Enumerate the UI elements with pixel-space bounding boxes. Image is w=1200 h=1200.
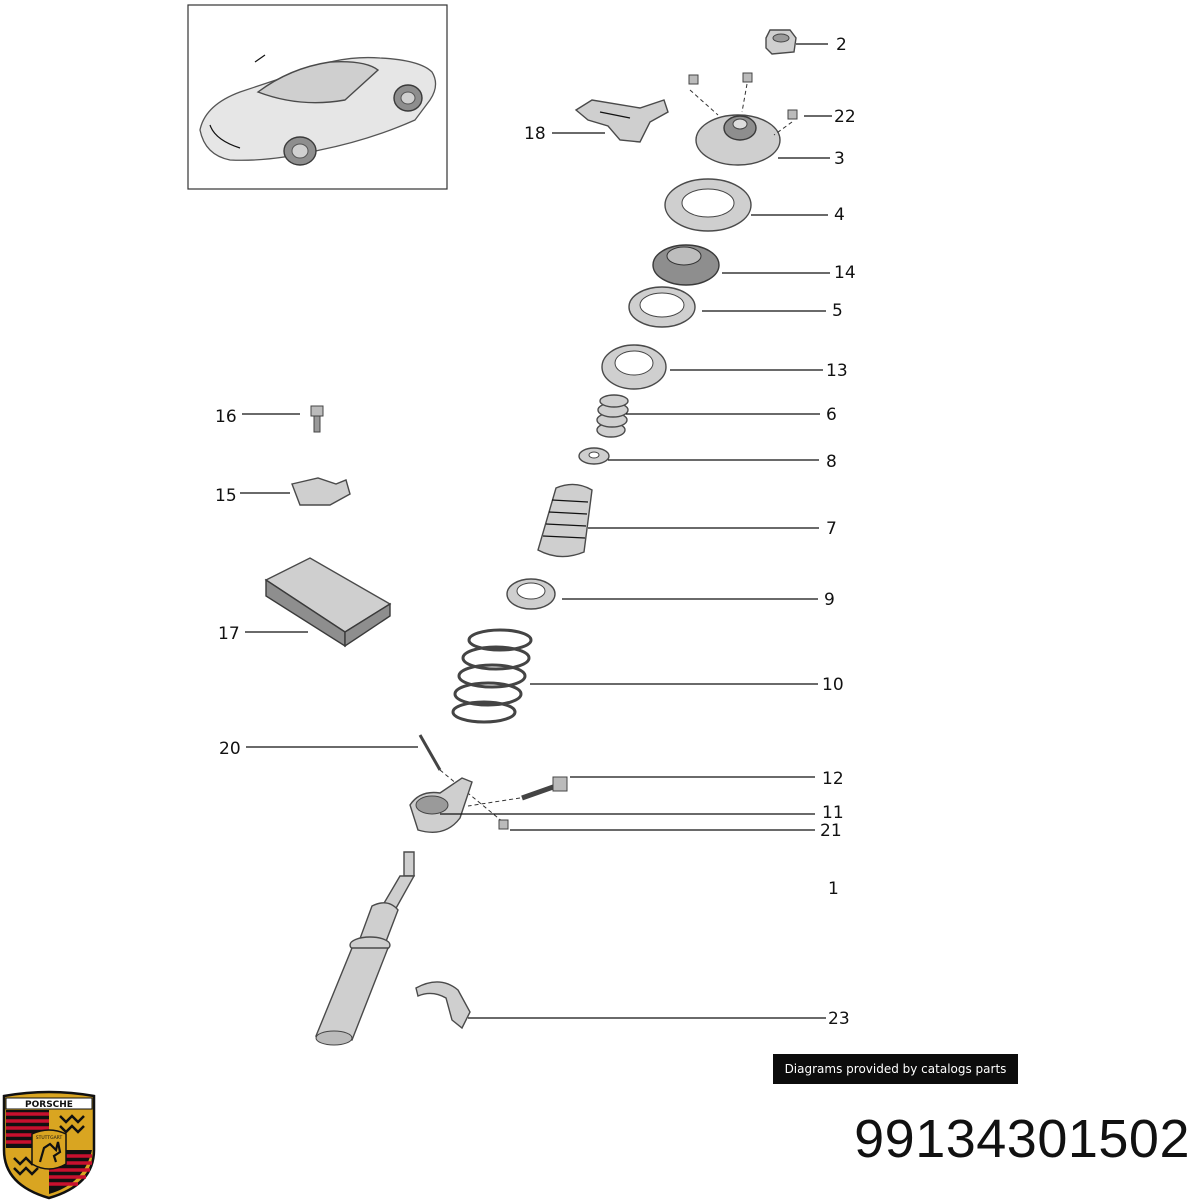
callout-13: 13 (826, 361, 848, 381)
callout-1: 1 (828, 879, 839, 899)
callout-6: 6 (826, 405, 837, 425)
part-number: 99134301502 (854, 1109, 1190, 1169)
callout-12: 12 (822, 769, 844, 789)
callout-21: 21 (820, 821, 842, 841)
part-11-clamp (409, 777, 473, 833)
part-8-washer (578, 447, 610, 465)
part-23-bracket (415, 981, 471, 1030)
callout-18: 18 (524, 124, 546, 144)
car-thumbnail (187, 4, 448, 190)
porsche-crest-logo: PORSCHE STUTTGART (2, 1090, 96, 1200)
part-1-shock-absorber (315, 851, 416, 1046)
logo-brand-text: PORSCHE (25, 1100, 73, 1110)
part-4-bearing (664, 178, 752, 232)
callout-16: 16 (215, 407, 237, 427)
callout-17: 17 (218, 624, 240, 644)
callout-7: 7 (826, 519, 837, 539)
part-20-bolt (418, 734, 504, 823)
callout-23: 23 (828, 1009, 850, 1029)
callout-14: 14 (834, 263, 856, 283)
part-12-bolt (467, 776, 568, 807)
callout-22: 22 (834, 107, 856, 127)
part-15-sensor (291, 477, 351, 506)
part-22-nuts (688, 72, 798, 120)
part-21-nut (498, 819, 509, 830)
callout-9: 9 (824, 590, 835, 610)
leader-lines (240, 43, 832, 1019)
callout-20: 20 (219, 739, 241, 759)
callout-10: 10 (822, 675, 844, 695)
part-5-washer (628, 286, 696, 328)
callout-numbers: 2 22 3 18 4 14 5 13 16 6 8 15 7 9 17 10 … (215, 35, 856, 1029)
part-18-bracket (574, 99, 669, 143)
callout-2: 2 (836, 35, 847, 55)
part-9-spring-pad (506, 578, 556, 610)
part-7-dust-boot (537, 483, 593, 558)
credit-banner: Diagrams provided by catalogs parts (773, 1054, 1018, 1084)
part-6-bump-stop (596, 394, 629, 438)
callout-3: 3 (834, 149, 845, 169)
part-3-strut-mount (689, 83, 793, 166)
part-14-rubber-mount (652, 244, 720, 286)
callout-8: 8 (826, 452, 837, 472)
logo-city-text: STUTTGART (36, 1135, 63, 1141)
part-17-control-unit (264, 557, 392, 648)
part-10-coil-spring (451, 628, 533, 724)
part-16-bolt (310, 405, 324, 433)
callout-11: 11 (822, 803, 844, 823)
callout-15: 15 (215, 486, 237, 506)
part-13-spring-seat (601, 344, 667, 390)
callout-5: 5 (832, 301, 843, 321)
callout-4: 4 (834, 205, 845, 225)
credit-text: Diagrams provided by catalogs parts (784, 1062, 1007, 1076)
part-2-nut (765, 29, 797, 55)
